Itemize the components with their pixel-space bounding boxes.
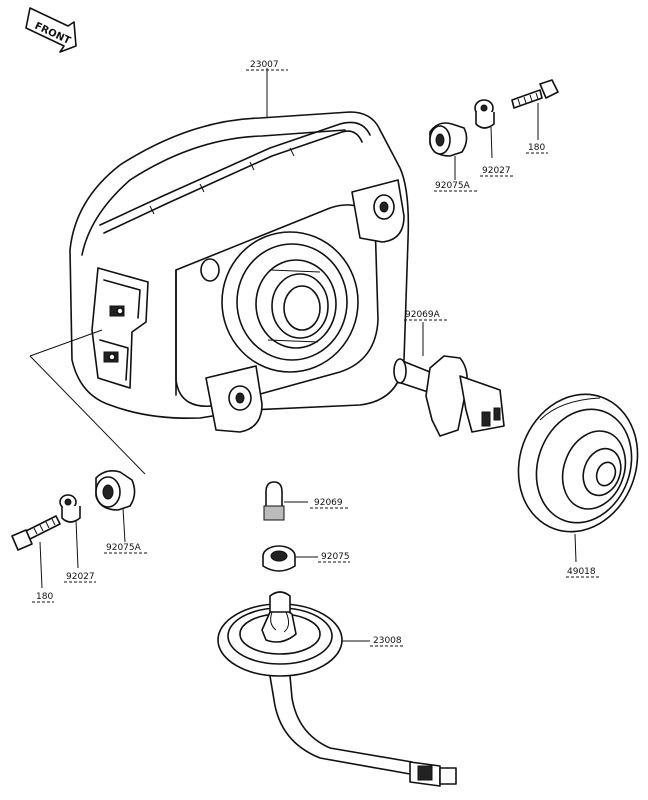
bulb-small: 92069 <box>263 481 350 521</box>
label-23007: 23007 <box>250 60 279 70</box>
grommet-small: 92075 <box>262 545 350 572</box>
label-92027-left: 92027 <box>66 572 95 582</box>
label-92069a: 92069A <box>405 310 441 320</box>
label-49018: 49018 <box>567 567 596 577</box>
label-92075a-top: 92075A <box>435 181 471 191</box>
dust-cover: 49018 <box>517 393 639 578</box>
bulb-main: 92069A <box>393 310 505 437</box>
grommet-top-right: 92075A <box>429 122 478 192</box>
left-pointer-lines <box>29 329 146 475</box>
socket-wire: 23008 <box>217 591 457 787</box>
label-92075: 92075 <box>321 552 350 562</box>
bolt-left: 180 <box>11 515 61 603</box>
bushing-top-right: 92027 <box>474 99 514 177</box>
front-badge: FRONT <box>25 7 77 53</box>
grommet-left: 92075A <box>95 470 148 554</box>
bolt-top-right: 180 <box>511 79 559 154</box>
label-180-top: 180 <box>528 143 545 153</box>
label-23008: 23008 <box>373 636 402 646</box>
bushing-left: 92027 <box>59 494 96 583</box>
label-92075a-left: 92075A <box>106 543 142 553</box>
label-92069: 92069 <box>314 498 343 508</box>
label-180-left: 180 <box>36 592 53 602</box>
label-92027-top: 92027 <box>482 166 511 176</box>
callout-headlight-housing: 23007 <box>246 60 288 118</box>
headlight-housing <box>69 111 410 433</box>
